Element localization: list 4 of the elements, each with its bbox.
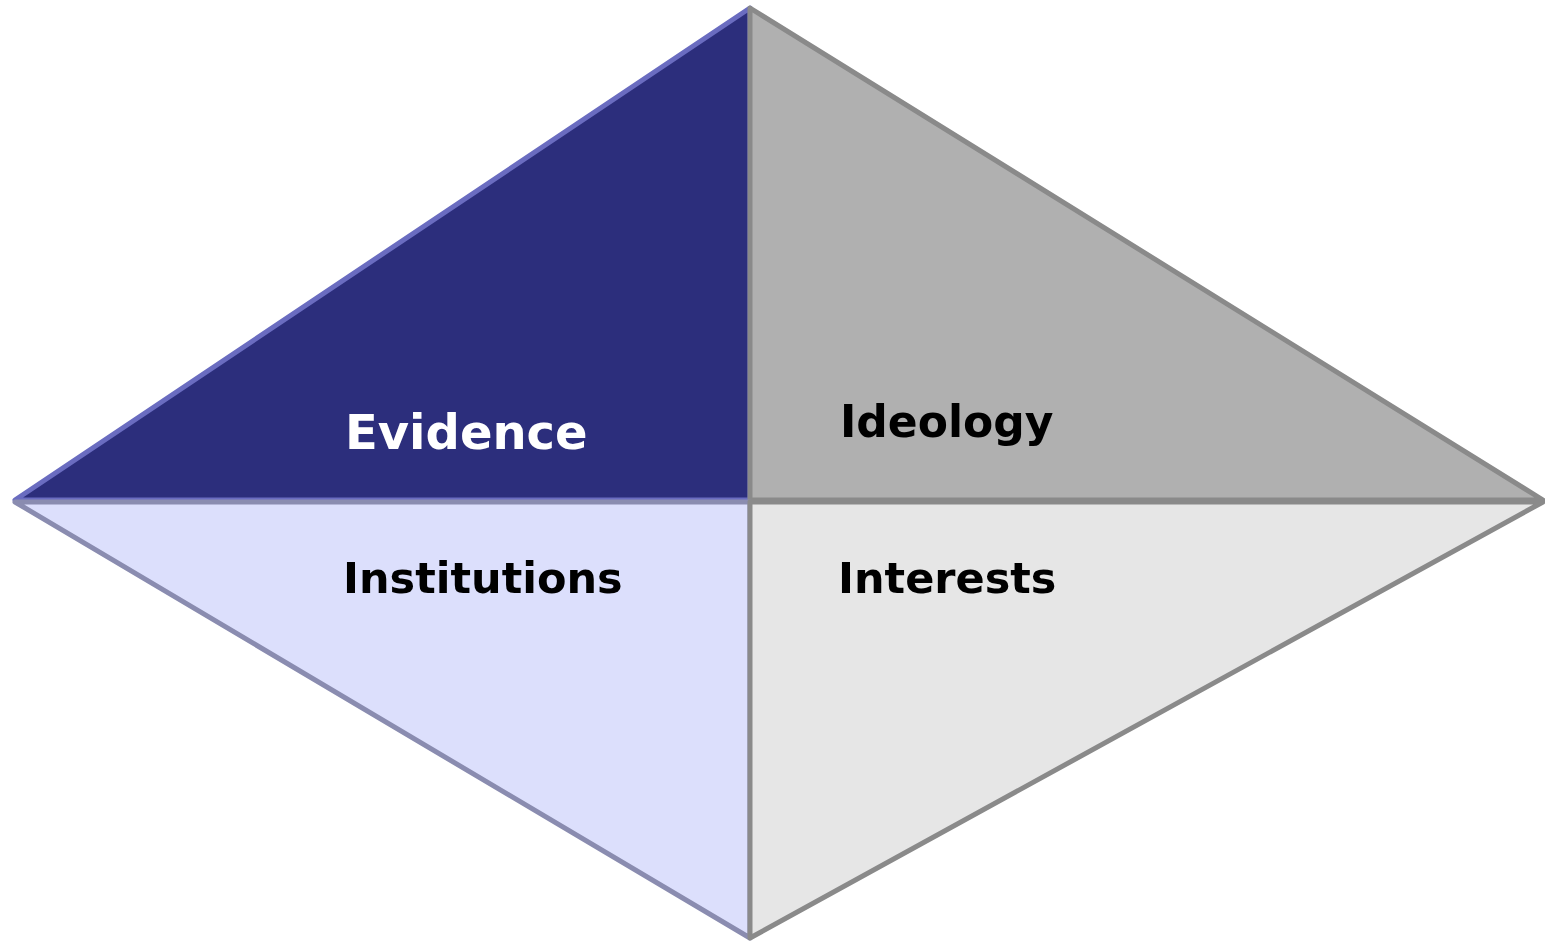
panel-label: Evidence (345, 406, 588, 459)
panel-label: Ideology (840, 398, 1054, 447)
panel-label: Institutions (343, 555, 623, 603)
panel-label: Interests (838, 555, 1057, 603)
